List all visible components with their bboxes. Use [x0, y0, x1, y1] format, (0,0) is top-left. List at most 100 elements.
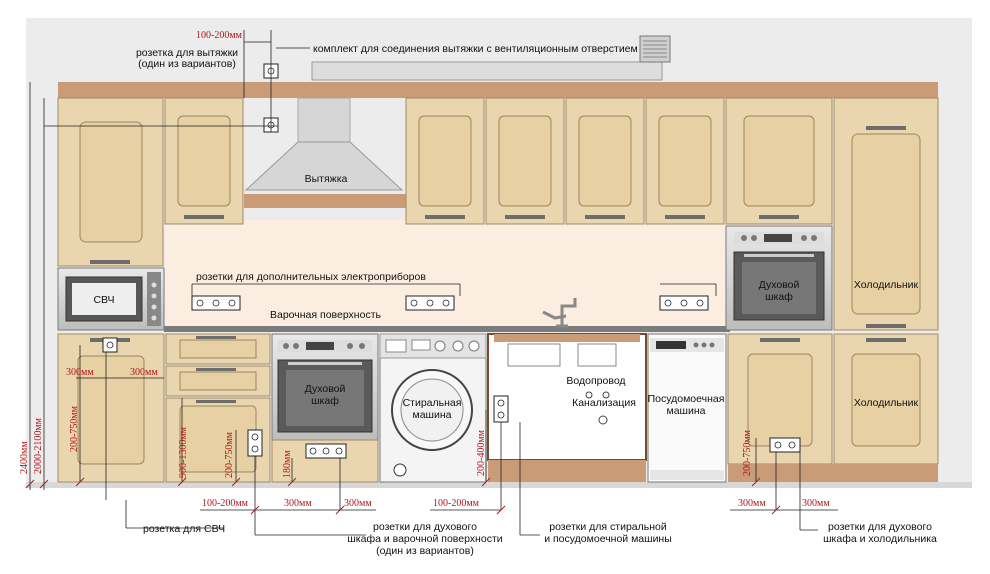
plinth-right	[728, 464, 938, 482]
dim-2400: 2400мм	[19, 441, 30, 474]
dim-top-100-200: 100-200мм	[196, 30, 243, 41]
drawer-1-panel	[179, 339, 257, 359]
upper-cabinets	[57, 97, 939, 331]
upper-cabinet-3-handle	[425, 215, 465, 219]
outlet-mw	[102, 337, 118, 353]
label-extra-outlets: розетки для дополнительных электроприбор…	[196, 271, 426, 283]
drawer-2-panel	[179, 371, 257, 391]
label-oven-left-1: Духовой	[305, 383, 346, 395]
label-outlet-fridge-2: шкафа и холодильника	[823, 533, 937, 545]
upper-cabinet-1-panel	[79, 121, 143, 243]
base-cabinets-left	[57, 333, 271, 483]
upper-cabinet-1-handle	[90, 260, 130, 264]
fridge-lower-handle	[866, 338, 906, 342]
fridge-lower-panel	[851, 353, 921, 447]
upper-cabinet-6-panel	[658, 115, 712, 207]
label-dishwasher-1: Посудомоечная	[648, 393, 725, 405]
vent-duct	[311, 61, 663, 81]
upper-cabinet-6-handle	[665, 215, 705, 219]
dim-b-300-b: 300мм	[344, 498, 372, 509]
dim-b-100-200-b: 100-200мм	[433, 498, 480, 509]
oven-right	[725, 225, 833, 331]
label-oven-left-2: шкаф	[311, 395, 339, 407]
dim-b-300-a: 300мм	[284, 498, 312, 509]
label-microwave: СВЧ	[93, 294, 114, 306]
dim-200-750-a: 200-750мм	[69, 405, 80, 452]
label-hood: Вытяжка	[305, 173, 348, 185]
base-cabinet-right-panel	[747, 353, 813, 447]
upper-cabinet-5-panel	[578, 115, 632, 207]
washing-machine	[379, 333, 487, 483]
oven-left-plinth-drawer	[271, 439, 379, 483]
label-washer-2: машина	[413, 409, 452, 421]
outlet-fridge	[769, 437, 801, 453]
upper-cabinet-4-panel	[498, 115, 552, 207]
label-washer-1: Стиральная	[403, 397, 462, 409]
hood-canopy	[244, 141, 404, 191]
dim-200-750-c: 200-750мм	[742, 429, 753, 476]
label-oven-right-1: Духовой	[759, 279, 800, 291]
label-outlet-mw: розетка для СВЧ	[143, 523, 225, 535]
leader-lines	[44, 30, 818, 536]
label-sewer: Канализация	[572, 397, 636, 409]
label-hood-kit: комплект для соединения вытяжки с вентил…	[313, 43, 638, 55]
dim-900-1300: 900-1300мм	[178, 426, 189, 478]
dim-200-400: 200-400мм	[476, 429, 487, 476]
drawer-1-handle	[196, 336, 236, 339]
hood-chimney	[297, 97, 351, 143]
label-oven-right-2: шкаф	[765, 291, 793, 303]
top-cornice	[58, 82, 938, 98]
floor-strip	[26, 482, 972, 488]
drawer-3-panel	[179, 405, 257, 473]
oven-left	[271, 333, 379, 483]
upper-cabinet-4-handle	[505, 215, 545, 219]
dim-b-100-200-a: 100-200мм	[202, 498, 249, 509]
dim-b-300-c: 300мм	[738, 498, 766, 509]
dim-b-300-d: 300мм	[802, 498, 830, 509]
dimension-ticks	[25, 477, 781, 515]
upper-cabinet-2-panel	[177, 115, 231, 207]
sink-cabinet	[487, 333, 647, 482]
label-outlet-wash-1: розетки для стиральной	[549, 521, 667, 533]
label-outlet-fridge-1: розетки для духового	[828, 521, 932, 533]
outlet-extra-left	[191, 295, 241, 311]
upper-cabinet-5-handle	[585, 215, 625, 219]
drawer-2-handle	[196, 368, 236, 371]
base-cabinet-1-panel	[77, 355, 145, 465]
label-outlet-oven-2: шкафа и варочной поверхности	[347, 533, 502, 545]
dimension-lines	[29, 82, 838, 511]
dim-2000-2100: 2000-2100мм	[33, 417, 44, 474]
label-outlet-oven-3: (один из вариантов)	[376, 545, 474, 557]
hood-shelf	[244, 194, 406, 208]
upper-cabinet-7-handle	[759, 215, 799, 219]
dim-300-a: 300мм	[66, 367, 94, 378]
upper-cabinet-3-panel	[418, 115, 472, 207]
drawer-3-handle	[196, 400, 236, 403]
label-hood-outlet-variant: (один из вариантов)	[138, 58, 236, 70]
base-cabinet-right-handle	[760, 338, 800, 342]
dishwasher	[647, 333, 727, 483]
fridge-upper-handle-top	[866, 126, 906, 130]
dim-300-b: 300мм	[130, 367, 158, 378]
label-outlet-wash-2: и посудомоечной машины	[544, 533, 672, 545]
label-cooktop: Варочная поверхность	[270, 309, 381, 321]
outlet-oven-plinth	[305, 443, 347, 459]
dim-200-750-b: 200-750мм	[224, 431, 235, 478]
upper-cabinet-7-panel	[743, 115, 815, 207]
countertop	[164, 326, 730, 332]
label-water: Водопровод	[566, 375, 625, 387]
label-dishwasher-2: машина	[667, 405, 706, 417]
fridge-upper-panel	[851, 133, 921, 315]
microwave	[57, 267, 165, 331]
label-fridge-bottom: Холодильник	[854, 397, 919, 409]
label-outlet-oven-1: розетки для духового	[373, 521, 477, 533]
label-fridge-top: Холодильник	[854, 279, 919, 291]
outlet-extra-right	[659, 295, 709, 311]
upper-cabinet-2-handle	[184, 215, 224, 219]
fridge-upper-handle	[866, 324, 906, 328]
base-cabinets-right	[727, 333, 939, 482]
label-hood-outlet: розетка для вытяжки	[136, 47, 238, 59]
outlet-extra-mid	[405, 295, 455, 311]
